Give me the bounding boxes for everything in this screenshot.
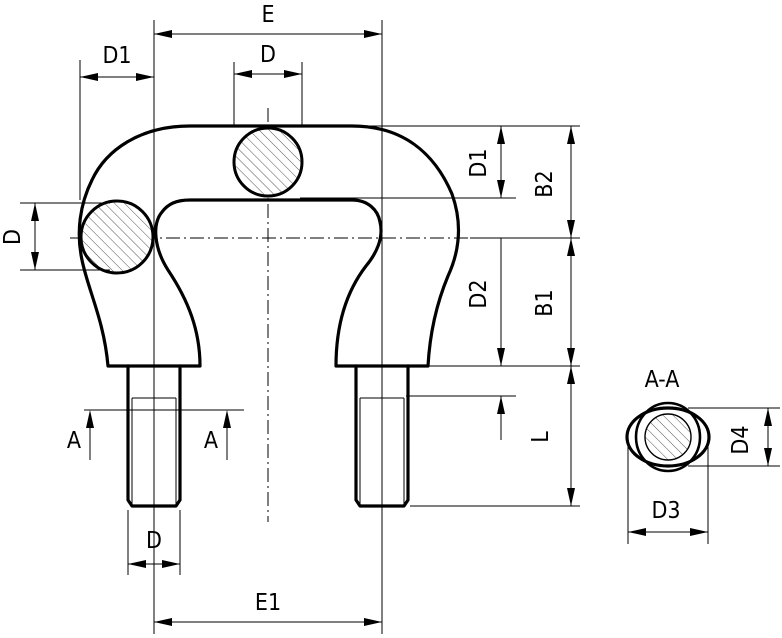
top-cross-section — [232, 126, 304, 198]
dimension-D-left — [31, 203, 39, 270]
dimension-D3 — [628, 528, 708, 536]
section-arrow-right — [223, 410, 231, 460]
dimension-E — [154, 30, 382, 38]
label-D2: D2 — [466, 279, 492, 308]
label-D3: D3 — [651, 498, 680, 524]
dimension-D-top — [234, 70, 302, 78]
dimension-B2 — [567, 126, 575, 238]
dimension-B1 — [567, 238, 575, 366]
extension-lines — [20, 20, 780, 634]
label-A-left: A — [67, 428, 81, 454]
section-a-a-view — [625, 401, 711, 473]
dimension-D1-top — [80, 73, 154, 81]
label-L: L — [528, 431, 554, 443]
label-D-top: D — [260, 42, 276, 68]
label-section-A-A: A-A — [645, 367, 680, 393]
left-cross-section — [79, 199, 155, 275]
label-E: E — [261, 2, 274, 28]
label-B1: B1 — [532, 289, 558, 316]
dimension-L — [567, 366, 575, 506]
label-D-left: D — [0, 229, 26, 245]
label-D1-top: D1 — [102, 43, 131, 69]
label-A-right: A — [204, 428, 218, 454]
label-D1-right: D1 — [466, 148, 492, 177]
dimension-D-bottom — [128, 560, 180, 568]
handle-body-outline — [77, 124, 460, 368]
dimension-D1-right — [497, 126, 505, 198]
section-arrow-left — [86, 410, 94, 460]
dimension-E1 — [154, 618, 382, 626]
label-B2: B2 — [532, 170, 558, 197]
dimension-D4 — [764, 408, 772, 466]
dimension-D2 — [497, 238, 505, 440]
label-E1: E1 — [255, 590, 281, 616]
label-D-bottom: D — [146, 528, 162, 554]
label-D4: D4 — [728, 425, 754, 454]
